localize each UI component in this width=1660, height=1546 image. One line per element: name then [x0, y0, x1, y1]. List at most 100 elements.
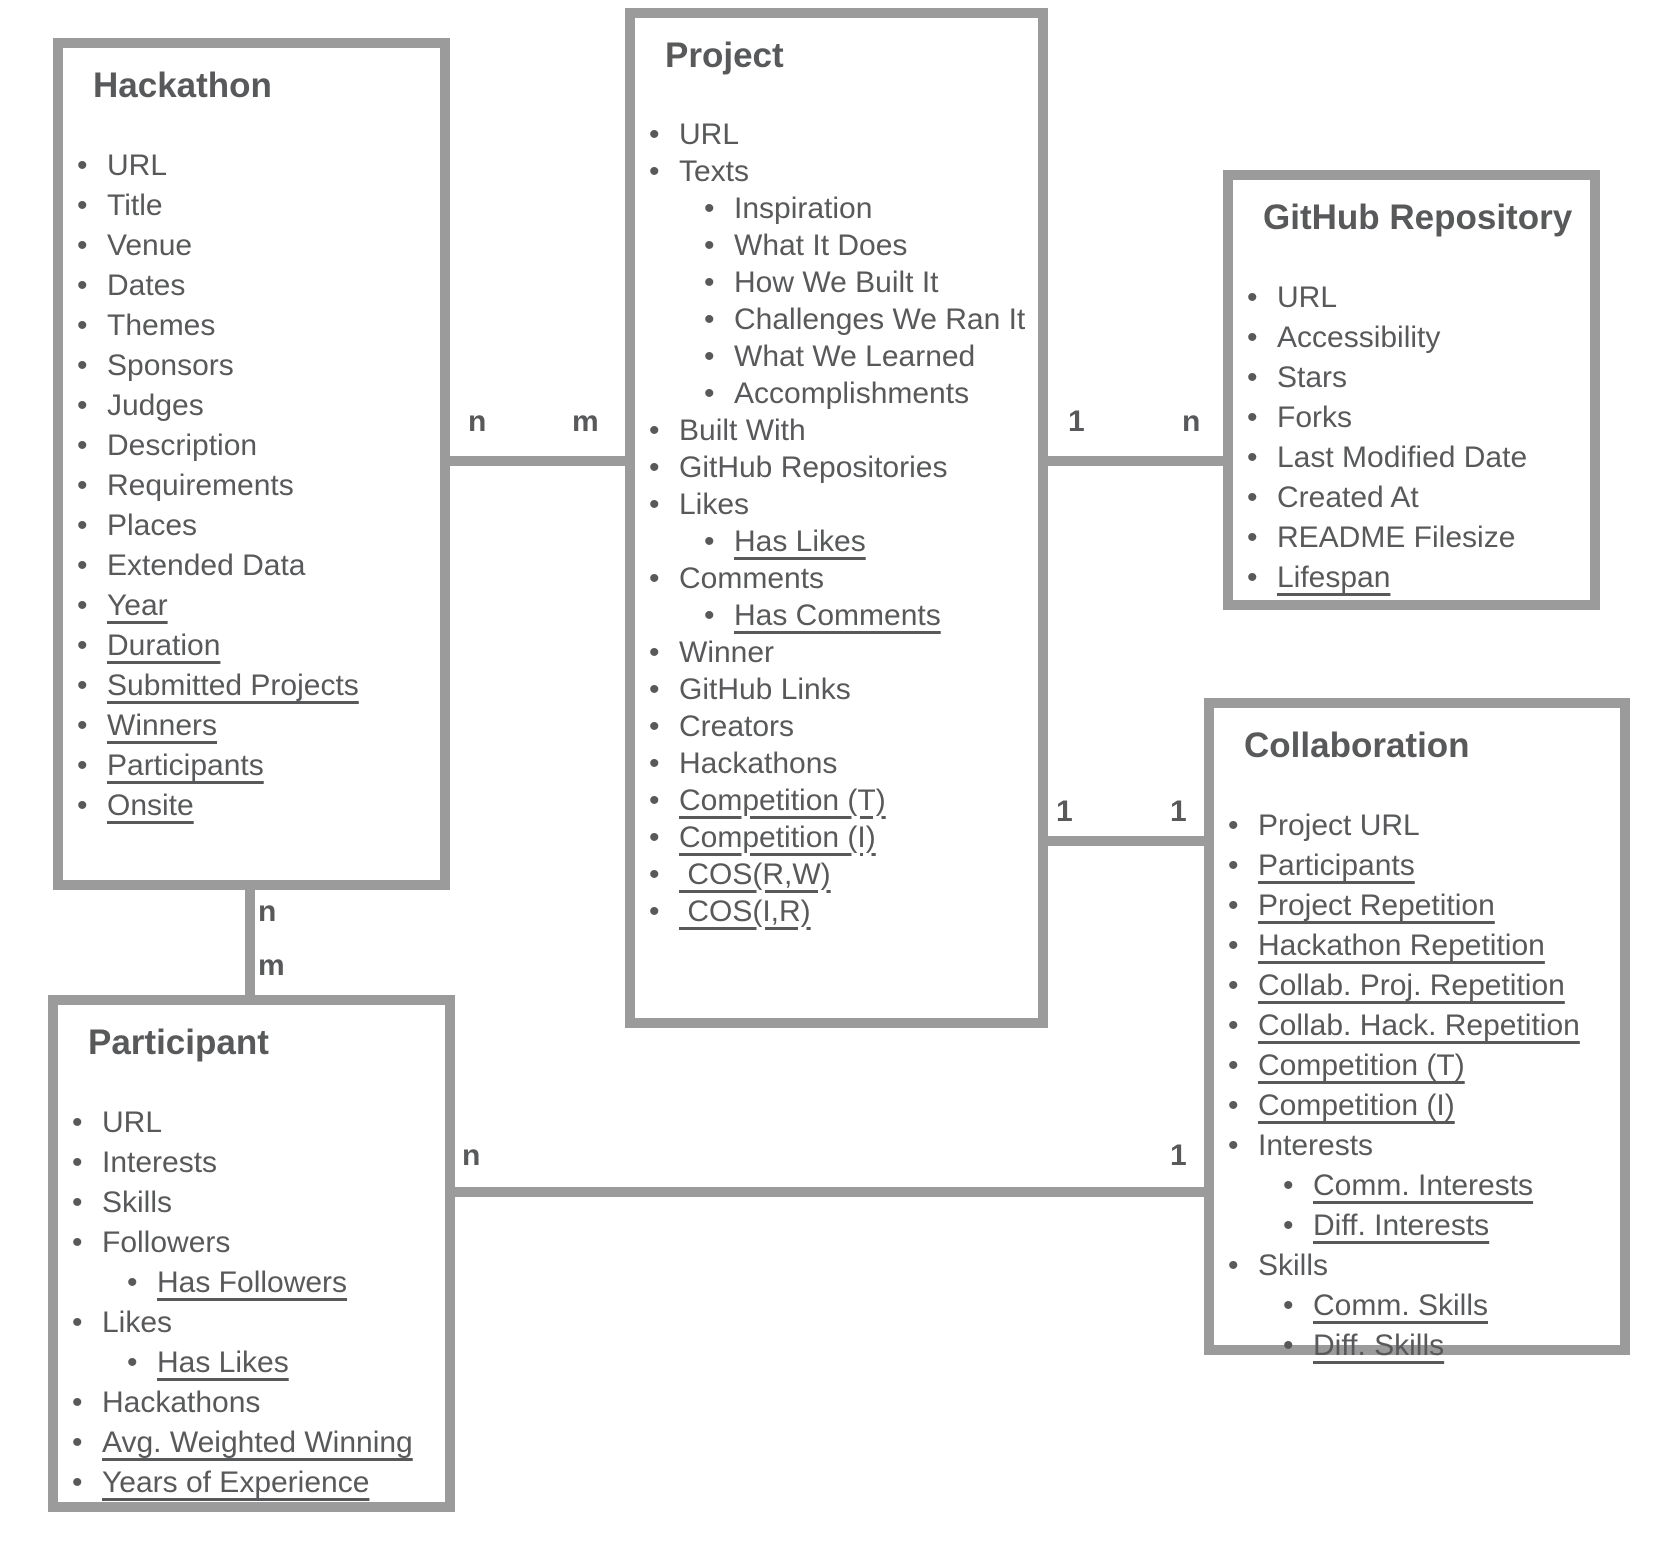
attribute-item: • GitHub Links: [649, 671, 1038, 708]
attribute-item: •Description: [77, 426, 440, 466]
attribute-label: Accomplishments: [734, 376, 970, 410]
attribute-label: Participants: [1258, 849, 1415, 882]
attribute-label: Has Comments: [734, 598, 941, 632]
attribute-item: •Accessibility: [1247, 318, 1590, 358]
attribute-item: •Participants: [1228, 846, 1620, 886]
bullet-icon: •: [1283, 1169, 1294, 1202]
attribute-item: •Competition (I): [649, 819, 1038, 856]
cardinality-label: m: [572, 405, 599, 438]
attribute-item: • Skills: [1228, 1246, 1620, 1286]
bullet-icon: •: [649, 413, 660, 447]
bullet-icon: •: [127, 1266, 138, 1299]
attribute-label: Onsite: [107, 789, 194, 822]
attribute-label: Comments: [679, 561, 825, 595]
bullet-icon: •: [77, 429, 88, 462]
attribute-item: •Comm. Interests: [1283, 1166, 1620, 1206]
cardinality-label: n: [462, 1139, 481, 1172]
attribute-label: Collab. Proj. Repetition: [1258, 969, 1565, 1002]
bullet-icon: •: [72, 1226, 83, 1259]
attribute-label: Participants: [107, 749, 264, 782]
bullet-icon: •: [1228, 969, 1239, 1002]
entity-participant: Participant •URL•Interests•Skills•Follow…: [48, 995, 455, 1512]
bullet-icon: •: [649, 487, 660, 521]
attribute-label: Winners: [107, 709, 218, 742]
attribute-label: COS(R,W): [679, 857, 831, 891]
relationship-line-project-collaboration: [1040, 836, 1208, 846]
cardinality-label: n: [258, 895, 277, 928]
attribute-item: •URL: [72, 1103, 445, 1143]
bullet-icon: •: [704, 191, 715, 225]
attribute-label: Lifespan: [1277, 561, 1391, 594]
bullet-icon: •: [649, 635, 660, 669]
entity-title: Participant: [88, 1023, 269, 1062]
relationship-line-hackathon-participant: [245, 886, 255, 998]
attribute-label: Judges: [107, 389, 204, 422]
attribute-item: •How We Built It: [704, 264, 1038, 301]
attribute-label: Likes: [679, 487, 750, 521]
attribute-label: Built With: [679, 413, 806, 447]
attribute-label: Sponsors: [107, 349, 234, 382]
attribute-item: • Comments: [649, 560, 1038, 597]
attribute-item: •Project URL: [1228, 806, 1620, 846]
attribute-item: •Competition (I): [1228, 1086, 1620, 1126]
bullet-icon: •: [1228, 1129, 1239, 1162]
attribute-label: Skills: [1258, 1249, 1329, 1282]
bullet-icon: •: [649, 561, 660, 595]
attribute-label: Followers: [102, 1226, 231, 1259]
attribute-item: •Title: [77, 186, 440, 226]
entity-hackathon: Hackathon •URL•Title•Venue•Dates•Themes•…: [53, 38, 450, 890]
attribute-item: •What We Learned: [704, 338, 1038, 375]
bullet-icon: •: [77, 549, 88, 582]
bullet-icon: •: [1247, 441, 1258, 474]
attribute-list: •URL•Title•Venue•Dates•Themes•Sponsors•J…: [63, 146, 440, 826]
attribute-label: Places: [107, 509, 198, 542]
bullet-icon: •: [1283, 1329, 1294, 1362]
bullet-icon: •: [77, 509, 88, 542]
bullet-icon: •: [77, 149, 88, 182]
bullet-icon: •: [649, 672, 660, 706]
attribute-list: •URL•Accessibility•Stars•Forks•Last Modi…: [1233, 278, 1590, 598]
bullet-icon: •: [1228, 1009, 1239, 1042]
attribute-item: •Judges: [77, 386, 440, 426]
attribute-label: Competition (T): [679, 783, 886, 817]
bullet-icon: •: [649, 117, 660, 151]
bullet-icon: •: [1247, 481, 1258, 514]
entity-collaboration: Collaboration •Project URL•Participants•…: [1204, 698, 1630, 1362]
attribute-item: •Skills: [72, 1183, 445, 1223]
attribute-label: Project Repetition: [1258, 889, 1495, 922]
bullet-icon: •: [649, 857, 660, 891]
cardinality-label: 1: [1068, 405, 1085, 438]
attribute-label: Extended Data: [107, 549, 306, 582]
relationship-line-participant-collaboration: [453, 1187, 1207, 1197]
entity-title: Collaboration: [1244, 726, 1470, 765]
bullet-icon: •: [1228, 1049, 1239, 1082]
bullet-icon: •: [77, 349, 88, 382]
cardinality-label: n: [1182, 405, 1201, 438]
attribute-label: GitHub Links: [679, 672, 851, 706]
attribute-item: •URL: [77, 146, 440, 186]
cardinality-label: n: [468, 405, 487, 438]
bullet-icon: •: [77, 229, 88, 262]
attribute-label: Interests: [1258, 1129, 1374, 1162]
bullet-icon: •: [649, 820, 660, 854]
bullet-icon: •: [72, 1306, 83, 1339]
attribute-item: •Requirements: [77, 466, 440, 506]
cardinality-label: m: [258, 949, 285, 982]
attribute-item: •GitHub Repositories: [649, 449, 1038, 486]
bullet-icon: •: [1228, 1249, 1239, 1282]
attribute-item: •Winner: [649, 634, 1038, 671]
attribute-item: •Project Repetition: [1228, 886, 1620, 926]
attribute-label: Diff. Skills: [1313, 1329, 1445, 1362]
bullet-icon: •: [77, 789, 88, 822]
attribute-item: •README Filesize: [1247, 518, 1590, 558]
attribute-item: • Built With: [649, 412, 1038, 449]
bullet-icon: •: [77, 309, 88, 342]
attribute-label: Project URL: [1258, 809, 1420, 842]
bullet-icon: •: [72, 1386, 83, 1419]
attribute-item: •Participants: [77, 746, 440, 786]
attribute-item: •Hackathons: [649, 745, 1038, 782]
bullet-icon: •: [77, 709, 88, 742]
attribute-item: •Texts: [649, 153, 1038, 190]
attribute-label: Duration: [107, 629, 221, 662]
bullet-icon: •: [649, 709, 660, 743]
